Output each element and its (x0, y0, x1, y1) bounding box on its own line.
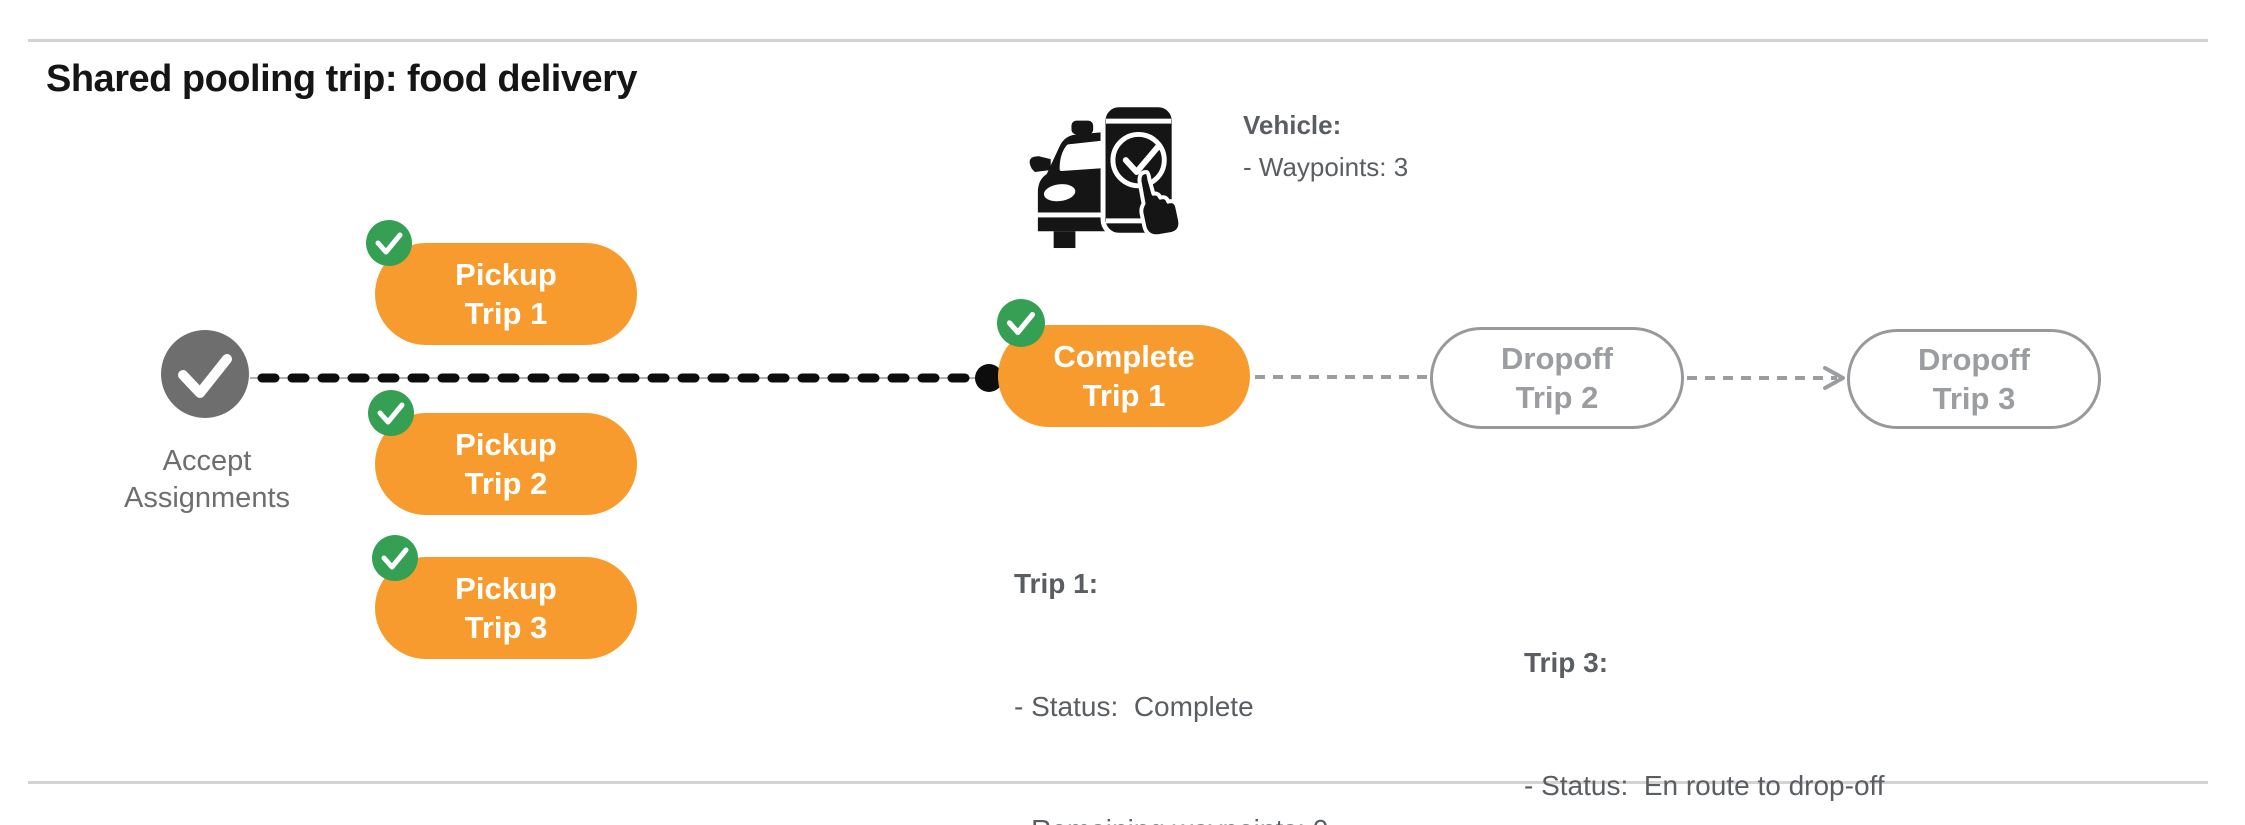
trip-3-status: - Status: En route to drop-off (1524, 770, 1885, 801)
trip-3-header: Trip 3: (1524, 647, 1609, 678)
node-label-line1: Dropoff (1918, 342, 2030, 377)
start-label-line1: Accept (162, 445, 252, 477)
route-line (250, 366, 992, 395)
pointing-hand (1137, 170, 1183, 239)
node-complete-trip-1: Complete Trip 1 (998, 325, 1250, 427)
vehicle-label: Vehicle: (1243, 110, 1342, 140)
bottom-divider (28, 781, 2208, 784)
node-label-line1: Pickup (455, 427, 557, 462)
car-phone-confirm-icon (1028, 92, 1186, 255)
node-pickup-trip-2: Pickup Trip 2 (375, 413, 637, 515)
taxi-roof-sign (1071, 120, 1094, 135)
side-mirror (1029, 156, 1051, 172)
top-divider (28, 39, 2208, 42)
bumper-gap (1035, 212, 1111, 218)
headlight (1043, 184, 1076, 202)
node-label-line2: Trip 2 (464, 466, 548, 501)
node-label-line2: Trip 2 (1515, 380, 1599, 415)
dashed-arrow-connector (1687, 360, 1847, 401)
check-badge-icon (366, 220, 412, 266)
node-label-line1: Dropoff (1501, 341, 1613, 376)
vehicle-info: Vehicle: - Waypoints: 3 (1243, 104, 1408, 188)
phone-bottom-gap (1106, 218, 1172, 224)
windshield (1059, 140, 1107, 171)
start-node-label: Accept Assignments (57, 443, 357, 517)
check-badge-icon (997, 299, 1045, 347)
node-label-line1: Complete (1053, 339, 1195, 374)
node-pickup-trip-1: Pickup Trip 1 (375, 243, 637, 345)
start-label-line2: Assignments (123, 482, 290, 514)
node-label-line2: Trip 3 (1932, 381, 2016, 416)
check-badge-icon (368, 390, 414, 436)
wheel-tab (1053, 231, 1076, 249)
node-label-line1: Pickup (455, 257, 557, 292)
vehicle-waypoints: - Waypoints: 3 (1243, 152, 1409, 182)
check-icon (161, 330, 249, 423)
page-title: Shared pooling trip: food delivery (46, 58, 638, 100)
node-dropoff-trip-3: Dropoff Trip 3 (1847, 329, 2101, 429)
confirm-check (1122, 143, 1162, 175)
node-label-line2: Trip 1 (1082, 378, 1166, 413)
trip-status-block-1: Trip 1: - Status: Complete - Remaining w… (1014, 481, 1375, 825)
dashed-connector (1255, 369, 1429, 390)
trip-1-header: Trip 1: (1014, 568, 1099, 599)
check-badge-icon (372, 535, 418, 581)
trip-1-remaining: - Remaining waypoints: 0 (1014, 809, 1375, 825)
node-pickup-trip-3: Pickup Trip 3 (375, 557, 637, 659)
node-dropoff-trip-2: Dropoff Trip 2 (1430, 327, 1684, 429)
arrow-right-icon (1823, 366, 1845, 390)
trip-status-block-2: Trip 3: - Status: En route to drop-off -… (1524, 560, 1885, 825)
trip-1-status: - Status: Complete (1014, 691, 1254, 722)
node-label-line1: Pickup (455, 571, 557, 606)
phone-top-gap (1106, 118, 1172, 124)
node-label-line2: Trip 1 (464, 296, 548, 331)
node-label-line2: Trip 3 (464, 610, 548, 645)
